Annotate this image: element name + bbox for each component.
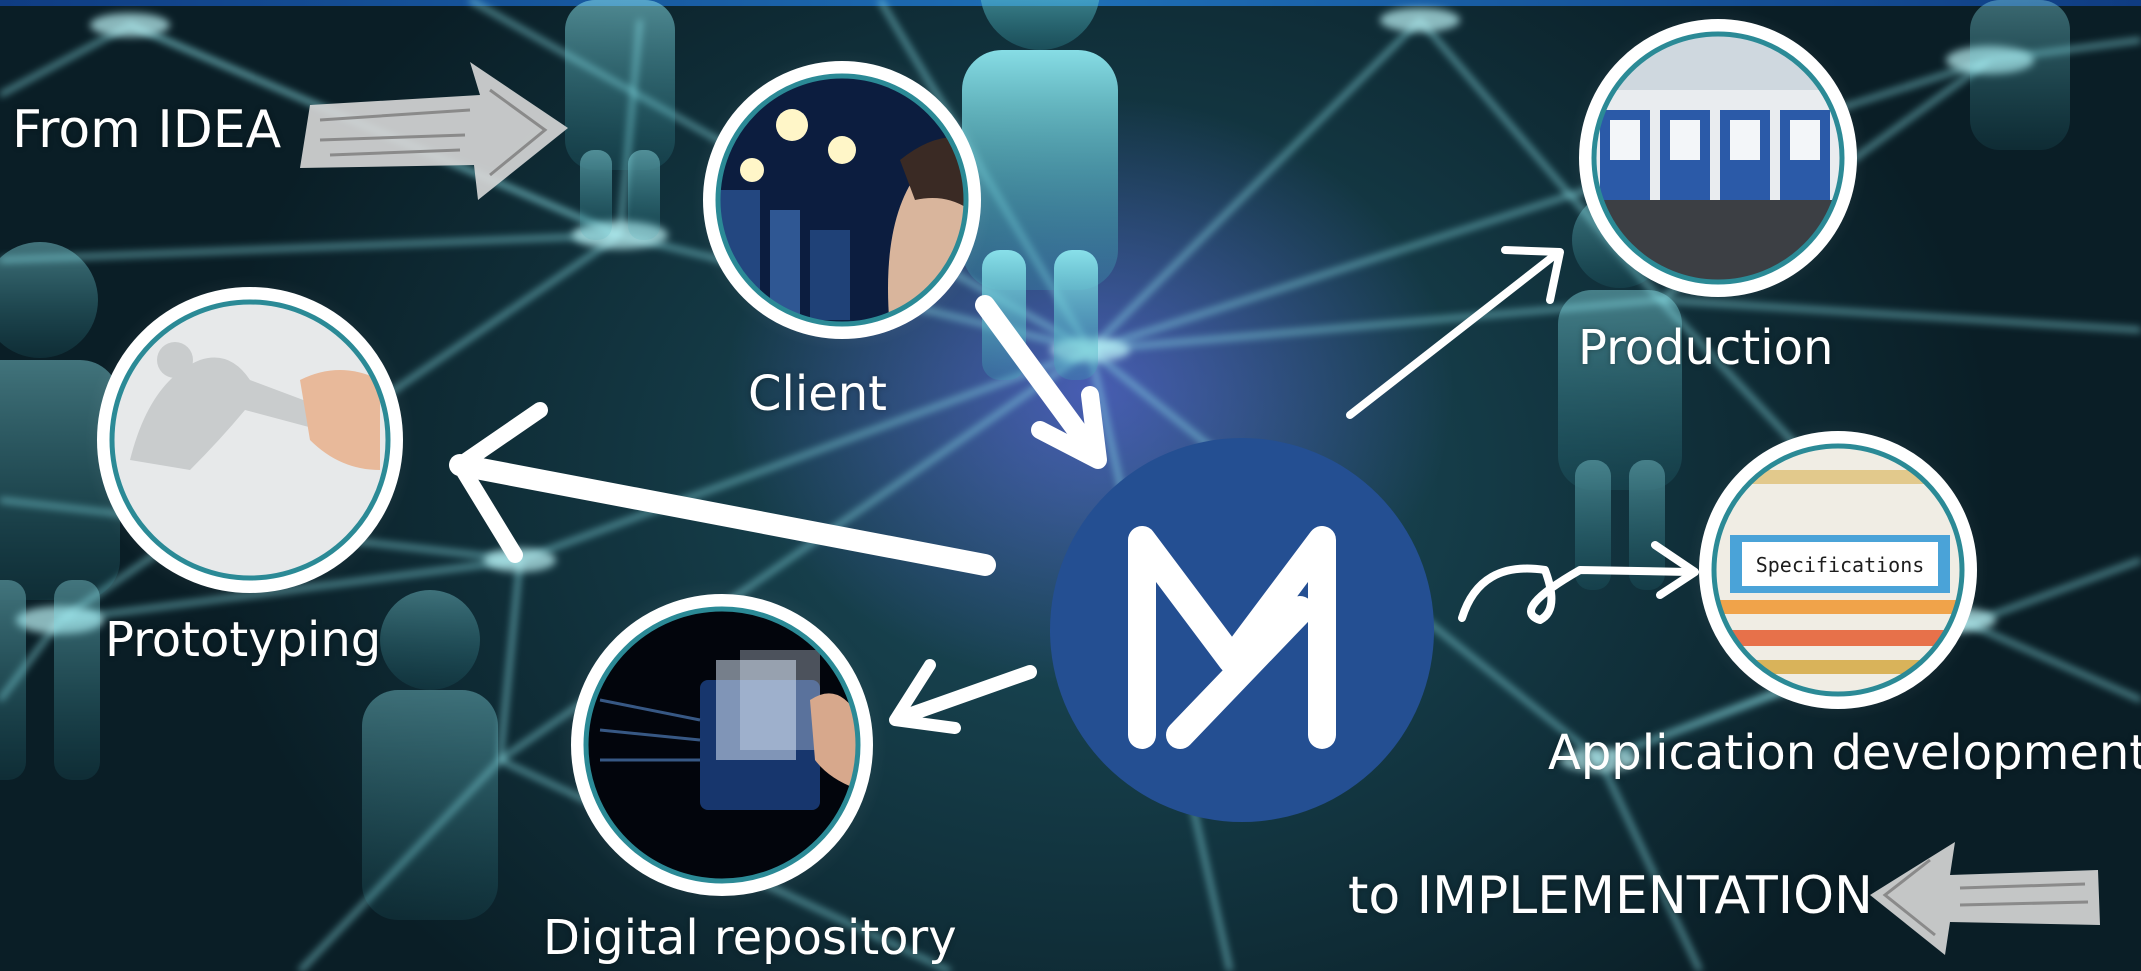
arrow-logo-to-application <box>1458 564 1694 624</box>
specifications-tag-text: Specifications <box>1756 553 1925 577</box>
digital-repository-label: Digital repository <box>543 910 957 966</box>
arrow-logo-to-prototyping <box>449 454 996 576</box>
arrow-client-to-logo <box>975 295 1105 465</box>
repository-image <box>557 580 887 910</box>
center-logo <box>1050 438 1434 822</box>
chalk-arrow-left-icon <box>1870 842 2100 955</box>
prototyping-label: Prototyping <box>105 612 382 668</box>
arrow-logo-to-production <box>1346 251 1559 419</box>
chalk-arrow-right-icon <box>300 62 568 200</box>
client-image <box>692 50 992 350</box>
production-label: Production <box>1578 320 1834 376</box>
person-figures <box>0 0 2070 920</box>
arrow-logo-to-repository <box>893 665 1037 725</box>
from-idea-label: From IDEA <box>12 100 282 160</box>
application-development-label: Application development <box>1548 725 2141 781</box>
flow-arrows <box>449 246 1699 734</box>
prototyping-image <box>85 275 415 605</box>
client-label: Client <box>748 366 887 422</box>
production-image <box>1568 8 1868 308</box>
to-implementation-label: to IMPLEMENTATION <box>1348 866 1873 926</box>
application-image: Specifications <box>1688 420 1988 720</box>
